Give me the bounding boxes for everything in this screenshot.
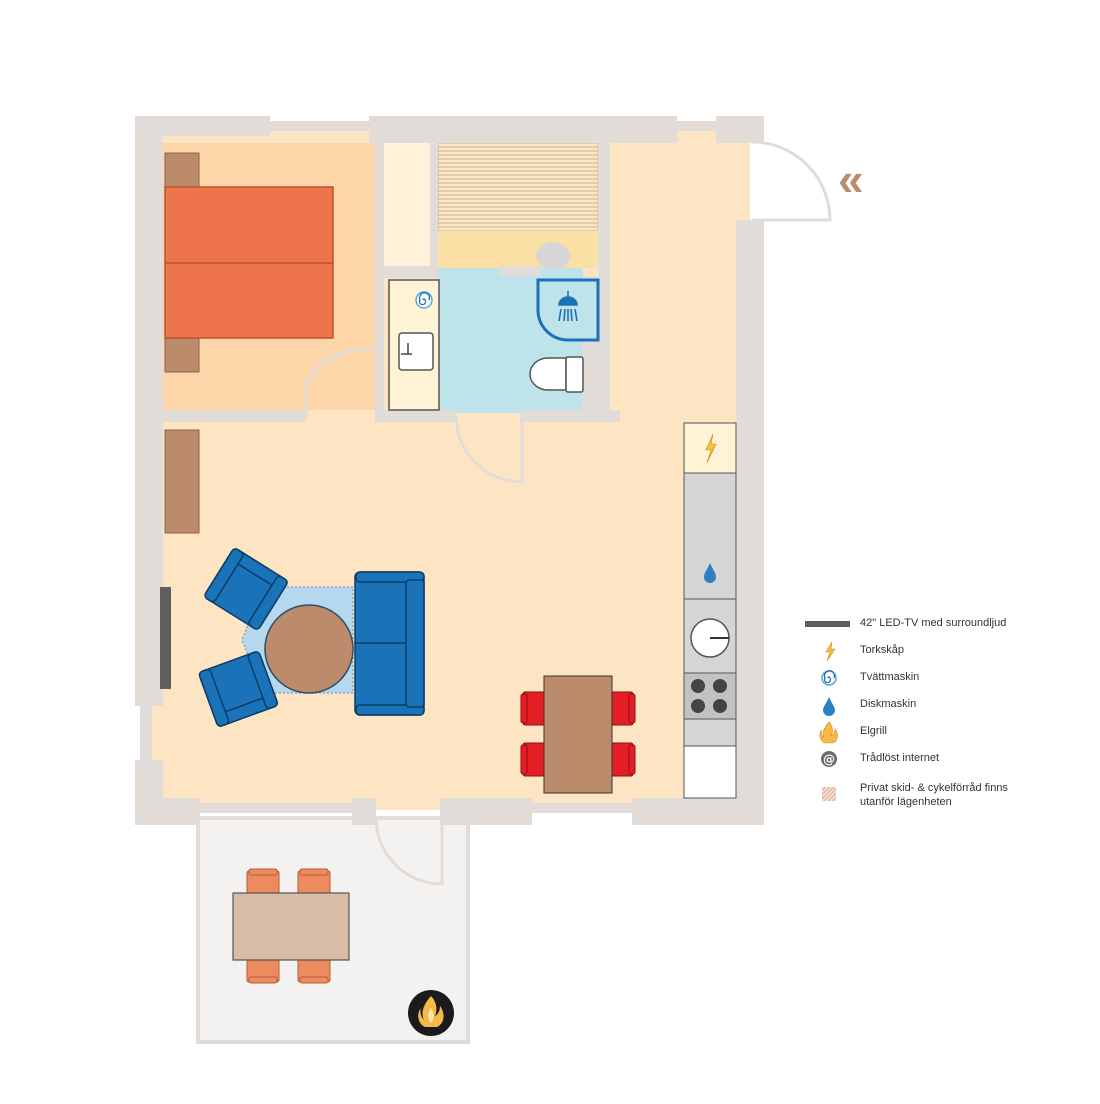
- water-drop-icon: [704, 563, 716, 583]
- legend-label: Tvättmaskin: [860, 671, 920, 683]
- water-drop-icon: [823, 697, 835, 716]
- kitchen: [683, 422, 737, 799]
- dining-table: [543, 675, 613, 794]
- legend-label: Trådlöst internet: [860, 752, 940, 764]
- flame-icon: [408, 990, 454, 1036]
- spiral-icon: [415, 291, 433, 309]
- armchair-bottom: [198, 651, 278, 727]
- legend-item-washing-machine: Tvättmaskin: [800, 666, 1060, 690]
- tv-bar: [160, 587, 171, 689]
- sauna-step: [438, 231, 598, 268]
- legend-label: 42" LED-TV med surroundljud: [860, 617, 1007, 629]
- closet-floor: [384, 143, 430, 268]
- washbasin: [398, 332, 434, 371]
- doors: [304, 140, 832, 886]
- at-sign-icon: @: [821, 751, 837, 767]
- entry-arrow-icon: «: [838, 153, 864, 205]
- stove: [683, 672, 737, 720]
- toilet: [529, 356, 584, 393]
- coffee-table: [264, 604, 354, 694]
- fridge: [683, 745, 737, 799]
- shower-icon: [558, 291, 578, 322]
- legend-item-tv: 42" LED-TV med surroundljud: [800, 612, 1060, 636]
- legend-item-grill: Elgrill: [800, 720, 1060, 744]
- sauna-slats: [438, 146, 598, 228]
- nightstand-bottom: [164, 337, 200, 373]
- sauna-stove: [536, 242, 570, 270]
- hatched-square-icon: [822, 787, 836, 801]
- dining-chairs: [520, 691, 636, 777]
- legend-item-drying-cabinet: Torkskåp: [800, 639, 1060, 663]
- lightning-icon: [705, 433, 717, 464]
- balcony-chairs: [246, 868, 331, 984]
- svg-text:@: @: [823, 753, 835, 767]
- legend-item-dishwasher: Diskmaskin: [800, 693, 1060, 717]
- legend-item-storage: Privat skid- & cykelförråd finns utanför…: [800, 782, 1060, 814]
- flame-icon: [819, 721, 838, 744]
- spiral-icon: [821, 670, 837, 686]
- legend-item-wifi: @ Trådlöst internet: [800, 747, 1060, 771]
- legend-label: Privat skid- & cykelförråd finns utanför…: [860, 782, 1008, 808]
- wardrobe: [164, 429, 200, 534]
- armchair-top: [204, 548, 288, 630]
- legend-label: Elgrill: [860, 725, 887, 737]
- sofa: [354, 571, 425, 716]
- lightning-icon: [825, 641, 836, 662]
- nightstand-top: [164, 152, 200, 188]
- legend-label: Torkskåp: [860, 644, 905, 656]
- balcony-table: [232, 892, 350, 961]
- tv-bar-icon: [805, 621, 850, 627]
- legend-label: Diskmaskin: [860, 698, 917, 710]
